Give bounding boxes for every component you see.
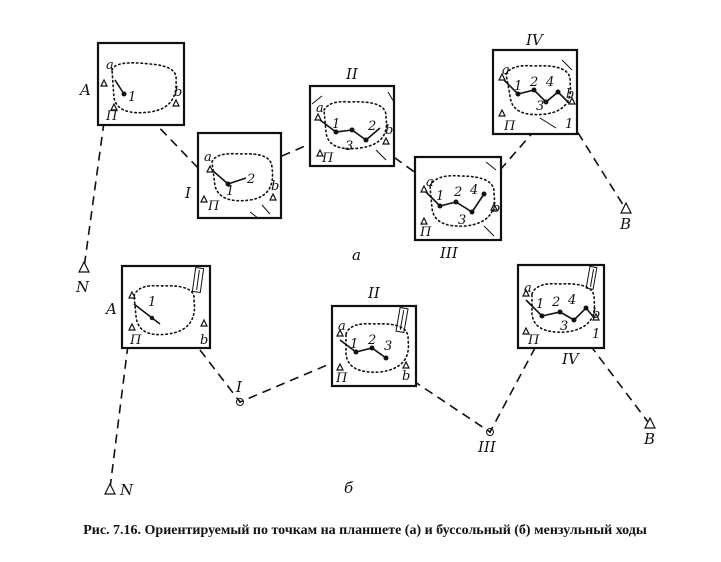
station-label-II-b: II	[367, 284, 381, 302]
label-P: П	[503, 119, 516, 134]
label-point-1: 1	[514, 79, 522, 94]
label-point-2: 2	[367, 119, 376, 134]
station-label-IV-b: IV	[561, 350, 581, 368]
label-a: a	[106, 58, 114, 73]
label-point-3: 3	[560, 319, 568, 334]
label-point-1: 1	[536, 297, 544, 312]
label-a: a	[204, 150, 212, 165]
point-N-triangle	[78, 260, 90, 273]
label-point-1: 1	[350, 337, 358, 352]
label-B-b: B	[643, 430, 655, 448]
part-b: 1 b П A I a 1 2 3 b П II	[104, 263, 656, 499]
label-a: a	[426, 175, 434, 190]
traverse-b-line-2	[399, 347, 536, 434]
station-label-I-b: I	[235, 378, 243, 396]
label-P: П	[129, 333, 142, 348]
label-N: N	[75, 278, 90, 296]
label-N-b: N	[119, 481, 134, 499]
label-P: П	[105, 109, 118, 124]
label-b: b	[592, 307, 600, 322]
label-point-1: 1	[128, 90, 136, 105]
sublabel-a: а	[352, 246, 361, 264]
label-P: П	[527, 333, 540, 348]
station-label-II: II	[345, 65, 359, 83]
label-point-1b: 1	[592, 327, 600, 342]
label-point-3: 3	[345, 139, 353, 154]
station-I-circle	[236, 398, 244, 406]
sublabel-b: б	[344, 479, 354, 497]
label-point-4: 4	[567, 293, 576, 308]
station-label-A: A	[78, 81, 91, 99]
traverse-a-line-to-N	[83, 121, 105, 269]
label-b: b	[402, 369, 410, 384]
point-N-b-triangle	[104, 482, 116, 495]
label-point-2: 2	[453, 185, 462, 200]
label-a: a	[316, 101, 324, 116]
label-point-1: 1	[436, 189, 444, 204]
label-point-2: 2	[529, 75, 538, 90]
label-point-3: 3	[536, 99, 544, 114]
traverse-a-line-4	[499, 129, 536, 171]
label-a: a	[338, 319, 346, 334]
label-point-2: 2	[246, 172, 255, 187]
traverse-b-line-to-B	[589, 344, 649, 423]
label-P: П	[321, 151, 334, 166]
label-point-1b: 1	[565, 117, 573, 132]
figure-caption: Рис. 7.16. Ориентируемый по точкам на пл…	[83, 523, 647, 538]
label-b: b	[385, 123, 393, 138]
plane-a-III: a 1 2 4 3 b П	[413, 155, 503, 242]
label-b: b	[174, 85, 182, 100]
plane-a-I: a 1 2 b П	[196, 131, 283, 220]
label-point-1: 1	[226, 184, 234, 199]
station-label-III: III	[439, 244, 459, 262]
label-point-1: 1	[148, 295, 156, 310]
label-b: b	[492, 201, 500, 216]
label-point-2: 2	[367, 333, 376, 348]
station-label-A-b: A	[104, 300, 117, 318]
label-point-3: 3	[458, 213, 466, 228]
point-B-b-triangle	[644, 416, 656, 429]
label-point-4: 4	[545, 75, 554, 90]
label-a: a	[502, 63, 510, 78]
plane-a-II: a 1 3 2 b П	[308, 84, 396, 168]
plane-a-A: a 1 b П	[96, 41, 186, 127]
traverse-b-line-1	[199, 349, 333, 403]
label-point-3: 3	[384, 339, 392, 354]
diagram: a 1 b П A a 1 2 b П I	[75, 31, 656, 499]
label-P: П	[335, 371, 348, 386]
station-label-I: I	[184, 184, 192, 202]
label-a: a	[524, 281, 532, 296]
label-b: b	[200, 333, 208, 348]
plane-b-II: a 1 2 3 b П	[330, 304, 418, 388]
label-point-1: 1	[332, 117, 340, 132]
label-point-2: 2	[551, 295, 560, 310]
point-B-triangle	[620, 201, 632, 214]
traverse-a-line-to-B	[569, 119, 626, 209]
plane-b-A: 1 b П	[120, 264, 212, 350]
label-b: b	[566, 87, 574, 102]
traverse-a-line-1	[149, 117, 201, 171]
label-b: b	[271, 179, 279, 194]
traverse-b-line-to-N	[109, 344, 129, 489]
part-a: a 1 b П A a 1 2 b П I	[75, 31, 632, 296]
label-P: П	[207, 199, 220, 214]
station-label-III-b: III	[477, 438, 497, 456]
label-P: П	[419, 225, 432, 240]
plane-a-IV: a 1 2 4 3 b 1 П	[491, 48, 579, 136]
station-III-circle	[486, 428, 494, 436]
label-B: B	[619, 215, 631, 233]
label-point-4: 4	[469, 183, 478, 198]
station-label-IV: IV	[525, 31, 545, 49]
plane-b-IV: a 1 2 4 3 b 1 П	[516, 263, 606, 350]
